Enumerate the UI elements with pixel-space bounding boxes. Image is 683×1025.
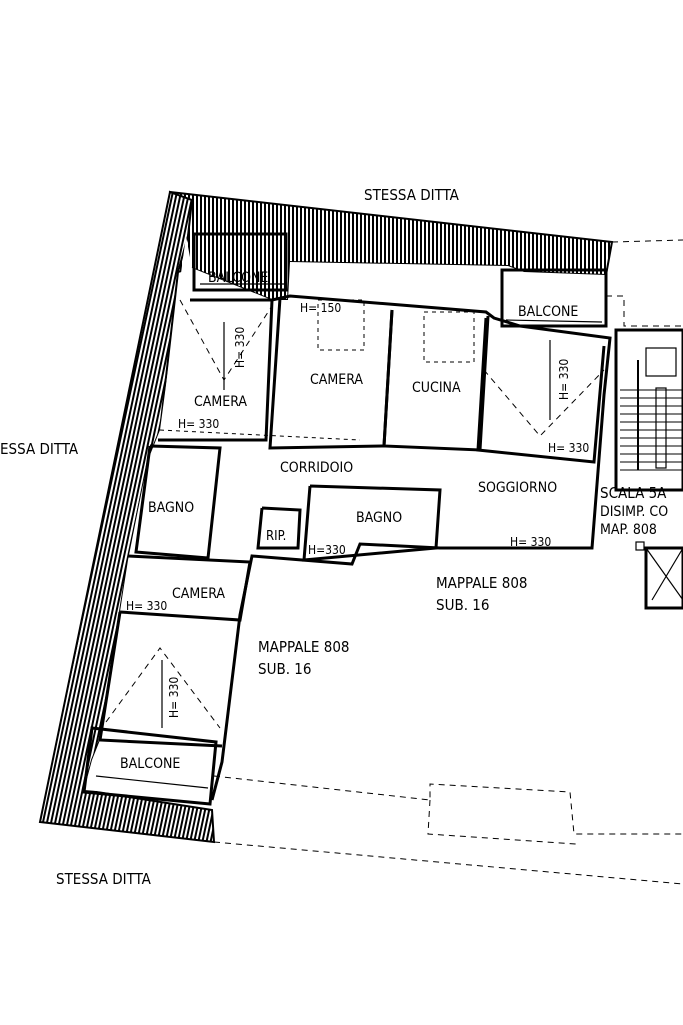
scala-line-2: DISIMP. CO: [600, 504, 668, 520]
balcone-1-label: BALCONE: [208, 270, 268, 286]
camera-2-label: CAMERA: [310, 372, 363, 388]
balcone-2-outline: [500, 268, 608, 328]
scala-title: SCALA 5A: [600, 484, 667, 502]
h330-camera3-vertical: H= 330: [167, 677, 181, 718]
balcone-2-label: BALCONE: [518, 304, 578, 320]
cucina-label: CUCINA: [412, 380, 461, 396]
bagno-2-label: BAGNO: [356, 510, 402, 526]
stessa-ditta-top: STESSA DITTA: [364, 186, 460, 204]
h330-bagno: H=330: [308, 543, 346, 557]
h330-camera3: H= 330: [126, 599, 167, 613]
mappale-2: MAPPALE 808: [258, 638, 350, 656]
soggiorno-label: SOGGIORNO: [478, 480, 557, 496]
stair-outline: [614, 328, 683, 492]
scala-line-3: MAP. 808: [600, 522, 657, 538]
mappale-1: MAPPALE 808: [436, 574, 528, 592]
h330-camera1-vertical: H= 330: [233, 327, 247, 368]
camera-3-label: CAMERA: [172, 586, 225, 602]
stessa-ditta-bottom: STESSA DITTA: [56, 870, 152, 888]
rip-label: RIP.: [266, 529, 286, 544]
corridoio-label: CORRIDOIO: [280, 460, 353, 476]
h330-soggiorno: H= 330: [548, 441, 589, 455]
h150-label: H= 150: [300, 301, 341, 315]
h330-camera1: H= 330: [178, 417, 219, 431]
h330-soggiorno-vertical: H= 330: [557, 359, 571, 400]
sub-2: SUB. 16: [258, 660, 311, 678]
camera-1-label: CAMERA: [194, 394, 247, 410]
balcone-3-label: BALCONE: [120, 756, 180, 772]
sub-1: SUB. 16: [436, 596, 489, 614]
stessa-ditta-left: ESSA DITTA: [0, 440, 79, 458]
balcone-3-outline: [82, 726, 218, 806]
h330-soggiorno-2: H= 330: [510, 535, 551, 549]
bagno-1-label: BAGNO: [148, 500, 194, 516]
balcone-1-outline: [192, 232, 288, 292]
